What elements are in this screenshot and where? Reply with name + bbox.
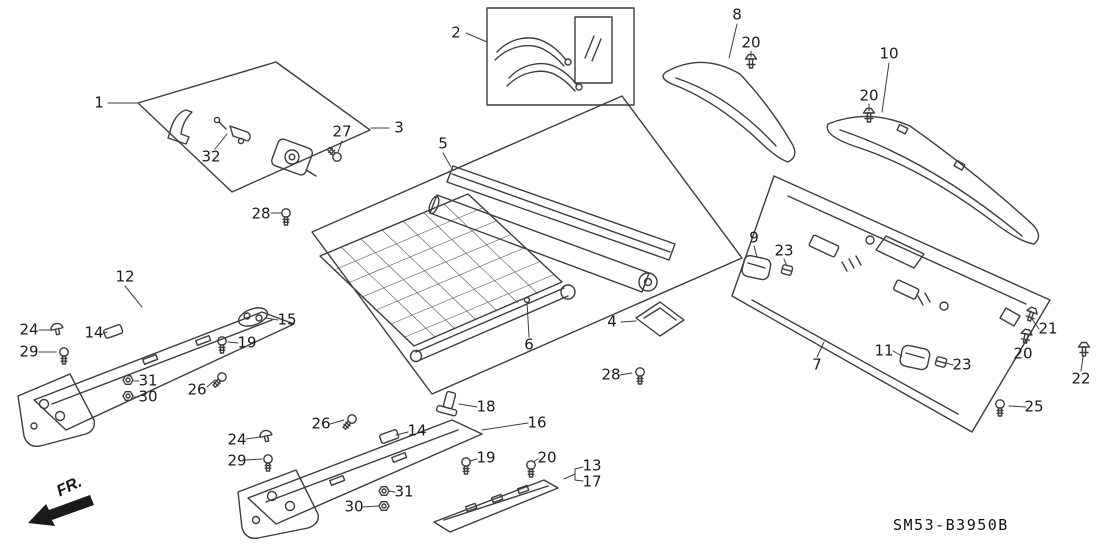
bolt-26-left (210, 370, 229, 390)
part-label-4-21: 4 (607, 312, 617, 331)
part-label-19-16: 19 (237, 333, 257, 352)
part-label-13-40: 13 (582, 456, 602, 475)
part-label-7-25: 7 (812, 355, 822, 374)
part-label-23-24: 23 (774, 241, 794, 260)
part-9-cap (741, 254, 772, 281)
part-label-19-38: 19 (476, 448, 496, 467)
bolt-19-bottom (461, 457, 471, 475)
part-label-2-1: 2 (451, 23, 461, 42)
part-4-pad (635, 301, 685, 337)
part-label-3-2: 3 (394, 118, 404, 137)
part-14-clip-bottom (379, 429, 400, 444)
brace-13-17 (563, 466, 584, 482)
bolt-29-left (59, 347, 69, 365)
grommet-25 (995, 399, 1005, 417)
part-12-sill-garnish-left (17, 307, 295, 447)
part-10-tailgate-garnish (826, 115, 1040, 245)
bolt-26-bottom (340, 412, 359, 432)
part-5-cargo-cover (428, 165, 676, 293)
part-label-30-43: 30 (344, 497, 364, 516)
part-label-27-3: 27 (332, 122, 352, 141)
nut-31-bottom (378, 486, 390, 496)
part-label-10-9: 10 (879, 44, 899, 63)
part-label-12-11: 12 (115, 267, 135, 286)
part-label-31-42: 31 (394, 482, 414, 501)
part-label-29-37: 29 (227, 451, 247, 470)
clip-23-b (934, 355, 948, 369)
part-13-17-molding (433, 479, 559, 533)
clip-20-c (1018, 327, 1034, 345)
part-label-26-19: 26 (187, 380, 207, 399)
nut-30-left (122, 391, 134, 401)
part-label-1-0: 1 (94, 93, 104, 112)
part-label-31-17: 31 (138, 371, 158, 390)
part-7-tailgate-trim-panel (731, 175, 1051, 433)
part-label-20-39: 20 (537, 448, 557, 467)
bolt-20-bottom (526, 460, 536, 478)
part-label-28-22: 28 (601, 365, 621, 384)
part-label-18-33: 18 (476, 397, 496, 416)
fasteners (49, 53, 1091, 511)
adhesive-sheet (574, 16, 613, 84)
part-label-20-29: 20 (1013, 344, 1033, 363)
fr-arrow (28, 495, 94, 526)
part-label-14-36: 14 (407, 421, 427, 440)
part-6-shelf-grid (319, 193, 576, 363)
clip-21 (1023, 305, 1040, 324)
part-label-32-4: 32 (201, 147, 221, 166)
part-label-30-18: 30 (138, 387, 158, 406)
cap-24-bottom (258, 428, 274, 444)
diagram-code: SM53-B3950B (893, 516, 1009, 534)
part-label-24-35: 24 (227, 430, 247, 449)
part-label-5-6: 5 (438, 134, 448, 153)
part-15-bracket (237, 307, 269, 327)
part-1-bracket-group (137, 61, 371, 193)
part-label-20-10: 20 (859, 86, 879, 105)
part-11-cap (899, 344, 931, 371)
part-2-hardware-kit (486, 7, 635, 106)
bolt-29-bottom (263, 454, 273, 472)
clip-22 (1077, 341, 1091, 357)
part-label-24-12: 24 (19, 320, 39, 339)
bolt-27 (324, 144, 344, 164)
cap-24-left (49, 321, 65, 337)
part-label-22-30: 22 (1071, 369, 1091, 388)
nut-30-bottom (378, 501, 390, 511)
part-label-28-5: 28 (251, 204, 271, 223)
bolt-28-bottom (635, 367, 645, 385)
part-label-16-34: 16 (527, 413, 547, 432)
part-label-11-26: 11 (874, 341, 894, 360)
part-16-sill-garnish-center (237, 390, 483, 539)
part-label-17-41: 17 (582, 472, 602, 491)
part-18-clip (435, 390, 458, 417)
center-panel-outline (311, 95, 743, 395)
part-label-29-14: 29 (19, 342, 39, 361)
part-label-8-7: 8 (732, 5, 742, 24)
part-14-clip-left (103, 324, 124, 339)
part-label-26-32: 26 (311, 414, 331, 433)
part-label-15-15: 15 (277, 310, 297, 329)
part-label-25-31: 25 (1024, 397, 1044, 416)
part-label-20-8: 20 (741, 33, 761, 52)
part-label-6-20: 6 (524, 335, 534, 354)
bolt-28-top (281, 208, 291, 226)
part-label-21-28: 21 (1038, 319, 1058, 338)
part-label-14-13: 14 (84, 323, 104, 342)
part-8-pillar-garnish (662, 61, 796, 163)
part-label-23-27: 23 (952, 355, 972, 374)
part-label-9-23: 9 (749, 228, 759, 247)
leader-lines (38, 23, 1084, 508)
nut-31-left (122, 375, 134, 385)
